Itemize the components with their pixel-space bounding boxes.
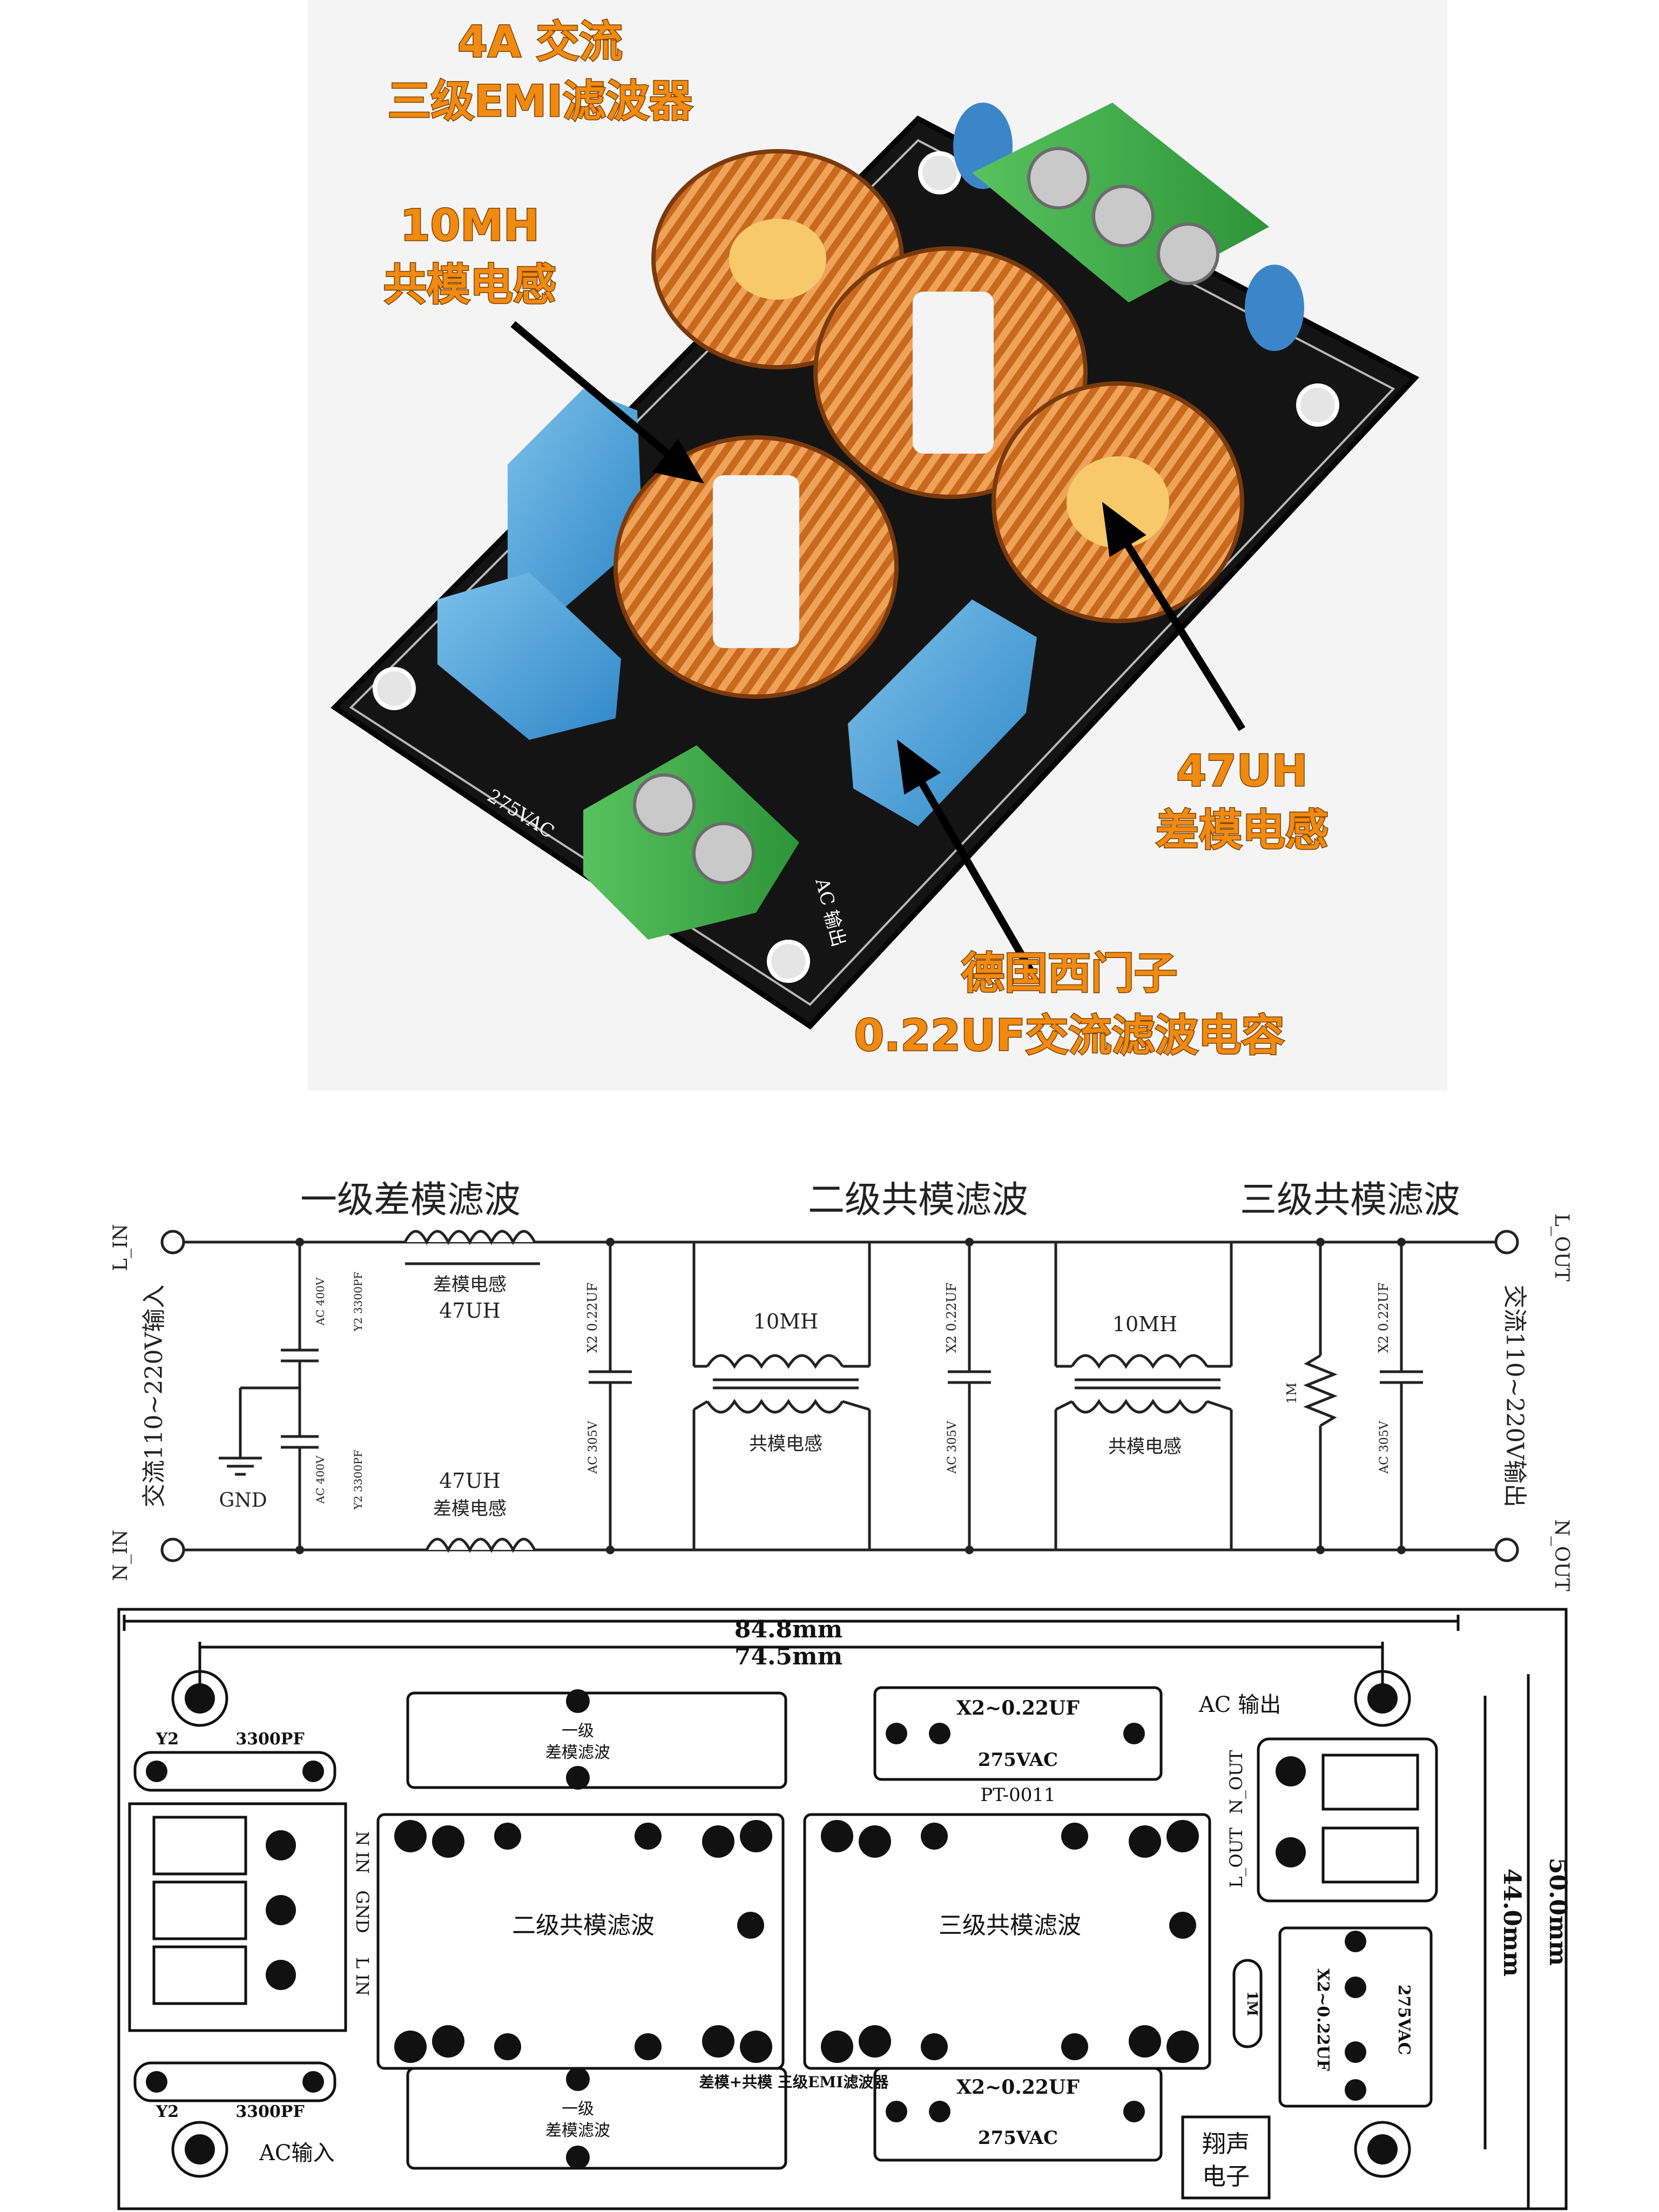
dm-inductor-label-top: 差模电感 — [433, 1274, 507, 1296]
cm-choke2-label: 共模电感 — [1108, 1436, 1182, 1458]
dim-inner-width: 74.5mm — [734, 1643, 842, 1670]
x2-right-value: X2~0.22UF — [1313, 1968, 1332, 2071]
x2-right-voltage: 275VAC — [1394, 1985, 1413, 2055]
arrow-cap — [909, 765, 1035, 974]
stage3-title: 三级共模滤波 — [1240, 1179, 1460, 1222]
layout-ac-out: AC 输出 — [1198, 1692, 1281, 1717]
resistor-value: 1M — [1284, 1382, 1299, 1404]
dim-inner-height: 44.0mm — [1498, 1869, 1526, 1977]
callout-cm-value: 10MH — [400, 200, 539, 251]
n-out-label: N_OUT — [1550, 1519, 1573, 1591]
product-photo: 275VAC AC 输出 4A 交流 三级EMI滤波器 10MH 共模电感 47… — [308, 0, 1447, 1091]
callout-dm-value: 47UH — [1176, 746, 1307, 796]
stage1-title: 一级差模滤波 — [300, 1179, 521, 1222]
dm-inductor-value-top: 47UH — [439, 1299, 501, 1323]
layout-subtitle: 差模+共模 三级EMI滤波器 — [699, 2073, 889, 2091]
gnd-label: GND — [219, 1489, 267, 1512]
stage3-box-label: 三级共模滤波 — [939, 1912, 1081, 1939]
arrow-cm — [510, 321, 683, 468]
x2-cap1-voltage: AC 305V — [586, 1420, 600, 1474]
arrow-head — [652, 439, 705, 484]
dm-inductor-label-bottom: 差模电感 — [433, 1498, 507, 1520]
y2-cap-bottom-rating: AC 400V — [314, 1455, 327, 1504]
cm-choke1-label: 共模电感 — [749, 1433, 822, 1455]
dim-outer-height: 50.0mm — [1544, 1858, 1572, 1966]
x2-cap3-value: X2 0.22UF — [1376, 1283, 1391, 1353]
brand-line2: 电子 — [1202, 2163, 1250, 2190]
brand-line1: 翔声 — [1202, 2130, 1250, 2158]
output-voltage-label: 交流110~220V输出 — [1501, 1285, 1528, 1508]
y2-bottom-label: Y2 — [156, 2102, 179, 2121]
layout-ac-in: AC输入 — [259, 2141, 335, 2166]
callout-cm-label: 共模电感 — [383, 260, 556, 310]
input-voltage-label: 交流110~220V输入 — [140, 1285, 168, 1508]
arrow-dm — [1115, 527, 1245, 731]
callout-cap-line2: 0.22UF交流滤波电容 — [854, 1010, 1285, 1061]
dm-inductor-toroid — [992, 381, 1244, 623]
layout-l-out: L_OUT — [1226, 1827, 1246, 1887]
stage2-box-label: 二级共模滤波 — [512, 1912, 655, 1939]
x2-cap2-voltage: AC 305V — [946, 1420, 959, 1474]
x2-top-value: X2~0.22UF — [956, 1697, 1080, 1719]
x2-capacitor — [848, 599, 1037, 826]
x2-bottom-value: X2~0.22UF — [956, 2076, 1080, 2099]
callout-cap-line1: 德国西门子 — [961, 948, 1177, 999]
output-terminal-block — [972, 103, 1269, 302]
arrow-head — [896, 739, 941, 795]
stage1-box-top-line2: 差模滤波 — [545, 1743, 610, 1762]
y2-top-value: 3300PF — [235, 1730, 304, 1749]
dim-outer-width: 84.8mm — [734, 1616, 842, 1643]
photo-title-line2: 三级EMI滤波器 — [388, 76, 693, 126]
arrow-head — [1102, 502, 1147, 557]
photo-title-line1: 4A 交流 — [457, 17, 622, 67]
cm-choke1-value: 10MH — [753, 1310, 818, 1333]
pt-code: PT-0011 — [980, 1784, 1055, 1806]
y2-cap-top-value: Y2 3300PF — [352, 1272, 365, 1332]
layout-l-in: L IN — [352, 1957, 373, 1996]
stage1-box-bottom-line1: 一级 — [562, 2100, 594, 2119]
y2-cap-bottom-value: Y2 3300PF — [352, 1450, 365, 1510]
y2-bottom-value: 3300PF — [235, 2102, 304, 2121]
x2-bottom-voltage: 275VAC — [978, 2127, 1058, 2149]
x2-capacitor — [508, 389, 643, 610]
layout-gnd: GND — [352, 1890, 373, 1933]
n-in-label: N_IN — [110, 1529, 132, 1581]
y2-top-label: Y2 — [156, 1730, 179, 1749]
l-in-label: L_IN — [110, 1224, 132, 1271]
stage1-box-bottom-line2: 差模滤波 — [545, 2121, 610, 2140]
x2-cap3-voltage: AC 305V — [1378, 1420, 1391, 1474]
input-terminal-block — [583, 745, 799, 940]
l-out-label: L_OUT — [1550, 1213, 1573, 1282]
stage2-title: 二级共模滤波 — [808, 1179, 1028, 1222]
schematic-and-layout: 一级差模滤波 二级共模滤波 三级共模滤波 L_IN N_IN L_OUT N_O… — [110, 1179, 1573, 2210]
stage1-box-top-line1: 一级 — [562, 1722, 594, 1741]
layout-resistor: 1M — [1244, 1991, 1260, 2017]
x2-top-voltage: 275VAC — [978, 1749, 1058, 1771]
layout-n-in: N IN — [352, 1831, 373, 1874]
y2-cap-top-rating: AC 400V — [314, 1277, 327, 1326]
x2-capacitor — [437, 572, 621, 740]
cm-choke2-value: 10MH — [1112, 1312, 1177, 1336]
cm-inductor-toroid — [613, 435, 899, 699]
callout-dm-label: 差模电感 — [1156, 805, 1328, 855]
dm-inductor-value-bottom: 47UH — [439, 1469, 501, 1493]
x2-cap2-value: X2 0.22UF — [944, 1283, 959, 1353]
layout-n-out: N_OUT — [1226, 1750, 1246, 1814]
y2-capacitor — [1245, 265, 1304, 351]
x2-cap1-value: X2 0.22UF — [585, 1283, 600, 1353]
